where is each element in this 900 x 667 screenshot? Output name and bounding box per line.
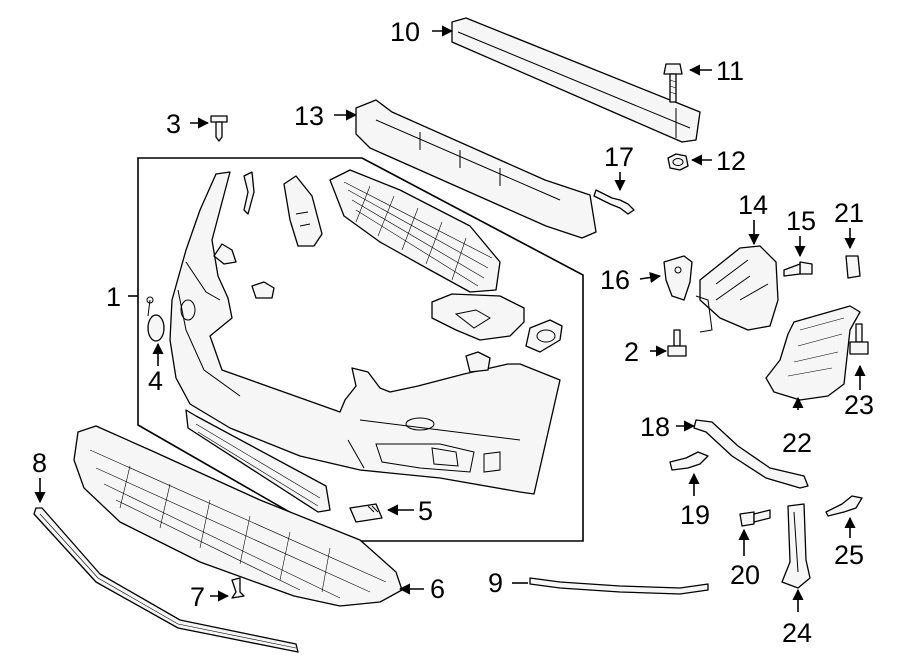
tow-cover-part [349, 503, 383, 523]
callout-9: 9 [488, 568, 503, 598]
leader-lines [34, 25, 866, 612]
callout-2: 2 [624, 337, 639, 367]
callout-24: 24 [782, 618, 812, 648]
pin-25-part [825, 495, 863, 517]
callout-15: 15 [786, 206, 816, 236]
screw-15-part [783, 261, 813, 277]
grille-part [329, 169, 501, 293]
trim-strip-part [529, 577, 709, 595]
rod-bracket-18-part [693, 419, 809, 489]
callout-25: 25 [834, 540, 864, 570]
callout-6: 6 [430, 574, 445, 604]
callout-16: 16 [600, 265, 630, 295]
callout-23: 23 [844, 390, 874, 420]
callout-14: 14 [738, 190, 768, 220]
callout-20: 20 [730, 560, 760, 590]
bolt-11-part [663, 63, 683, 103]
lower-grille-part [185, 409, 331, 513]
support-24-part [781, 503, 811, 589]
screw-20-part [739, 509, 771, 527]
callout-11: 11 [716, 56, 744, 86]
push-pin-17-part [593, 189, 635, 215]
callout-12: 12 [716, 146, 746, 176]
callout-21: 21 [834, 198, 864, 228]
clip-21-part [845, 255, 861, 279]
callout-18: 18 [640, 412, 670, 442]
cover-brackets [213, 171, 491, 373]
callout-17: 17 [604, 142, 634, 172]
callout-5: 5 [418, 496, 433, 526]
assembly-frame [137, 157, 584, 542]
callout-1: 1 [106, 282, 121, 312]
bolt-23-part [849, 323, 869, 355]
callout-13: 13 [294, 101, 324, 131]
undertray-part [73, 425, 403, 607]
callout-19: 19 [680, 500, 710, 530]
nut-12-part [667, 153, 689, 171]
callout-labels: 10 11 3 13 17 12 14 15 21 16 1 2 4 23 18… [32, 17, 874, 648]
energy-absorber-part [355, 99, 597, 239]
screw-2-part [667, 329, 687, 357]
callout-4: 4 [148, 366, 163, 396]
impact-bar-part [451, 17, 701, 143]
bracket-14-part [695, 245, 779, 333]
clip-7-part [231, 577, 245, 599]
lower-molding-part [33, 507, 299, 653]
pin-19-part [669, 451, 709, 471]
fog-cap-part [146, 296, 165, 342]
callout-10: 10 [390, 17, 420, 47]
bracket-16-part [663, 255, 693, 301]
callout-22: 22 [782, 428, 812, 458]
callout-8: 8 [32, 448, 47, 478]
mount-bracket-part [431, 293, 563, 353]
callout-7: 7 [190, 582, 205, 612]
side-bracket-22-part [765, 305, 861, 401]
bumper-cover-part [169, 171, 561, 495]
screw-3-part [210, 115, 228, 142]
callout-3: 3 [166, 109, 181, 139]
